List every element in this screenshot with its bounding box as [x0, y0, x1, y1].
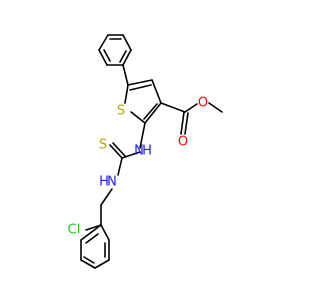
chlorobenzyl-ring [80, 204, 110, 269]
molecule-canvas: S S O O N H N H Cl [67, 34, 223, 269]
atom-hydrogen-amide: H [142, 144, 152, 159]
atom-hydrogen-benzyl: H [99, 175, 109, 190]
atom-sulfur-ring: S [117, 104, 125, 119]
atom-chlorine: Cl [68, 223, 81, 238]
phenyl-ring [98, 34, 132, 66]
atom-nitrogen-amide: N [134, 144, 144, 159]
molecule-structure: S S O O N H N H Cl [68, 34, 223, 269]
atom-sulfur-thio: S [99, 138, 107, 153]
bond-phenyl-thiophene [122, 64, 129, 86]
atom-oxygen-ether: O [198, 96, 208, 111]
thiophene-ring [124, 79, 162, 124]
atom-oxygen-carbonyl: O [178, 135, 188, 150]
thiourea-linker [100, 122, 146, 206]
atom-nitrogen-benzyl: N [107, 175, 117, 190]
ester-group [160, 102, 223, 135]
